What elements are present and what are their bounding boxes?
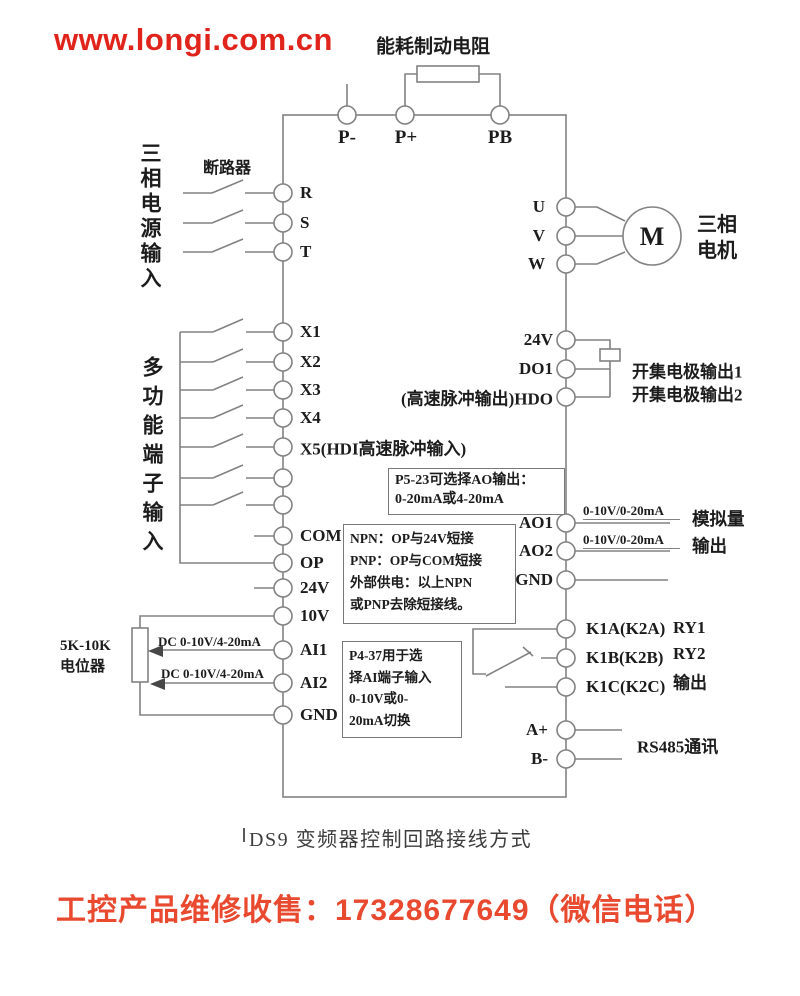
open-collector-wiring <box>575 339 621 398</box>
multifunction-switches <box>179 318 274 564</box>
ai-select-note-box: P4-37用于选 择AI端子输入 0-10V或0- 20mA切换 <box>342 641 462 738</box>
npn-note-line3: 外部供电：以上NPN <box>350 575 473 590</box>
relay-label-output: 输出 <box>673 673 707 693</box>
multifunction-input-label: 多功能端子输入 <box>140 356 164 559</box>
three-phase-input-label: 三相电源输入 <box>138 142 162 292</box>
contact-phone-text: 工控产品维修收售：17328677649（微信电话） <box>56 894 716 927</box>
ao-note-line2: 0-20mA或4-20mA <box>395 492 504 507</box>
motor-label-line1: 三相 <box>697 214 737 236</box>
brake-resistor-label: 能耗制动电阻 <box>375 36 491 58</box>
terminal-label-s: S <box>300 213 310 232</box>
terminal-label-ai2: AI2 <box>300 673 328 692</box>
ai-note-line3: 0-10V或0- <box>349 691 409 706</box>
analog-output-wiring <box>575 522 670 581</box>
npn-pnp-note-box: NPN：OP与24V短接 PNP：OP与COM短接 外部供电：以上NPN 或PN… <box>343 524 516 624</box>
motor-label: 三相 电机 <box>697 212 737 264</box>
analog-output-label-line1: 模拟量 <box>692 509 745 529</box>
motor-letter: M <box>639 222 665 251</box>
terminal-label-x2: X2 <box>300 352 321 371</box>
motor-wiring <box>575 206 682 266</box>
breaker-label: 断路器 <box>203 160 252 177</box>
rs485-wiring <box>575 729 622 760</box>
terminal-label-k1a: K1A(K2A) <box>586 619 666 638</box>
brake-resistor-circuit <box>346 65 501 106</box>
ao-note-line1: P5-23可选择AO输出： <box>395 473 535 488</box>
ao2-wire-label: 0-10V/0-20mA <box>583 532 680 549</box>
rs485-label: RS485通讯 <box>637 737 719 757</box>
terminal-label-r: R <box>300 183 313 202</box>
terminal-label-do1: DO1 <box>519 359 553 378</box>
terminal-label-ao2: AO2 <box>519 541 553 560</box>
terminal-dots-left <box>273 183 293 725</box>
terminal-label-x4: X4 <box>300 408 321 427</box>
ai-note-line2: 择AI端子输入 <box>349 669 432 685</box>
terminal-label-10v: 10V <box>300 606 330 625</box>
ai-note-line1: P4-37用于选 <box>349 648 423 663</box>
potentiometer-symbol <box>131 627 149 683</box>
open-collector-label-2: 开集电极输出2 <box>632 385 743 405</box>
terminal-label-t: T <box>300 242 312 261</box>
analog-output-label-line2: 输出 <box>692 536 727 556</box>
npn-note-line2: PNP：OP与COM短接 <box>350 553 482 568</box>
terminal-label-op: OP <box>300 553 324 572</box>
diagram-caption: DS9 变频器控制回路接线方式 <box>249 829 533 851</box>
terminal-label-k1b: K1B(K2B) <box>586 648 664 667</box>
terminal-dots-top <box>337 105 510 125</box>
terminal-label-com: COM <box>300 526 342 545</box>
terminal-label-k1c: K1C(K2C) <box>586 677 666 696</box>
motor-label-line2: 电机 <box>697 240 737 262</box>
pot-label-line1: 5K-10K <box>60 638 111 654</box>
site-url-text: www.longi.com.cn <box>54 22 333 57</box>
relay-label-ry2: RY2 <box>673 644 706 663</box>
analog-output-label: 模拟量 输出 <box>692 506 745 560</box>
relay-contact-wiring <box>472 628 558 688</box>
open-collector-label-1: 开集电极输出1 <box>632 362 743 382</box>
ao-select-note-box: P5-23可选择AO输出： 0-20mA或4-20mA <box>388 468 565 515</box>
ai2-arrowhead <box>150 678 165 690</box>
terminal-label-hdo: (高速脉冲输出)HDO <box>400 389 553 409</box>
terminal-label-x3: X3 <box>300 380 321 399</box>
terminal-label-pb: PB <box>487 127 513 148</box>
load-symbol <box>599 348 621 362</box>
control-stubs <box>254 535 274 589</box>
terminal-label-gnd: GND <box>300 705 338 724</box>
ao1-wire-label: 0-10V/0-20mA <box>583 503 680 520</box>
power-breaker-switches <box>183 179 274 253</box>
terminal-label-p-minus: P- <box>338 127 356 148</box>
terminal-label-u: U <box>532 197 545 216</box>
npn-note-line1: NPN：OP与24V短接 <box>350 531 474 546</box>
terminal-label-b-minus: B- <box>531 749 548 768</box>
terminal-label-a-plus: A+ <box>526 720 548 739</box>
ai1-wire-label: DC 0-10V/4-20mA <box>158 634 261 649</box>
terminal-label-x1: X1 <box>300 322 321 341</box>
terminal-label-p-plus: P+ <box>394 127 418 148</box>
potentiometer-circuit <box>131 615 274 716</box>
terminal-label-ao1: AO1 <box>519 513 553 532</box>
terminal-label-v: V <box>532 226 545 245</box>
motor-symbol <box>622 206 682 266</box>
relay-label-ry1: RY1 <box>673 618 706 637</box>
terminal-label-24v-out: 24V <box>523 330 553 349</box>
ai-note-line4: 20mA切换 <box>349 712 411 728</box>
terminal-label-ai1: AI1 <box>300 640 328 659</box>
ai1-arrowhead <box>148 645 163 657</box>
terminal-dots-right <box>556 197 576 769</box>
terminal-label-w: W <box>528 254 545 273</box>
terminal-label-x5: X5(HDI高速脉冲输入) <box>300 439 467 459</box>
npn-note-line4: 或PNP去除短接线。 <box>350 597 471 612</box>
potentiometer-label: 5K-10K 电位器 <box>60 636 111 678</box>
ai2-wire-label: DC 0-10V/4-20mA <box>161 666 264 681</box>
terminal-label-24v: 24V <box>300 578 330 597</box>
brake-resistor-symbol <box>416 65 480 83</box>
caption-fragment <box>243 828 245 842</box>
terminal-label-gnd-out: GND <box>515 570 553 589</box>
pot-label-line2: 电位器 <box>60 659 106 675</box>
